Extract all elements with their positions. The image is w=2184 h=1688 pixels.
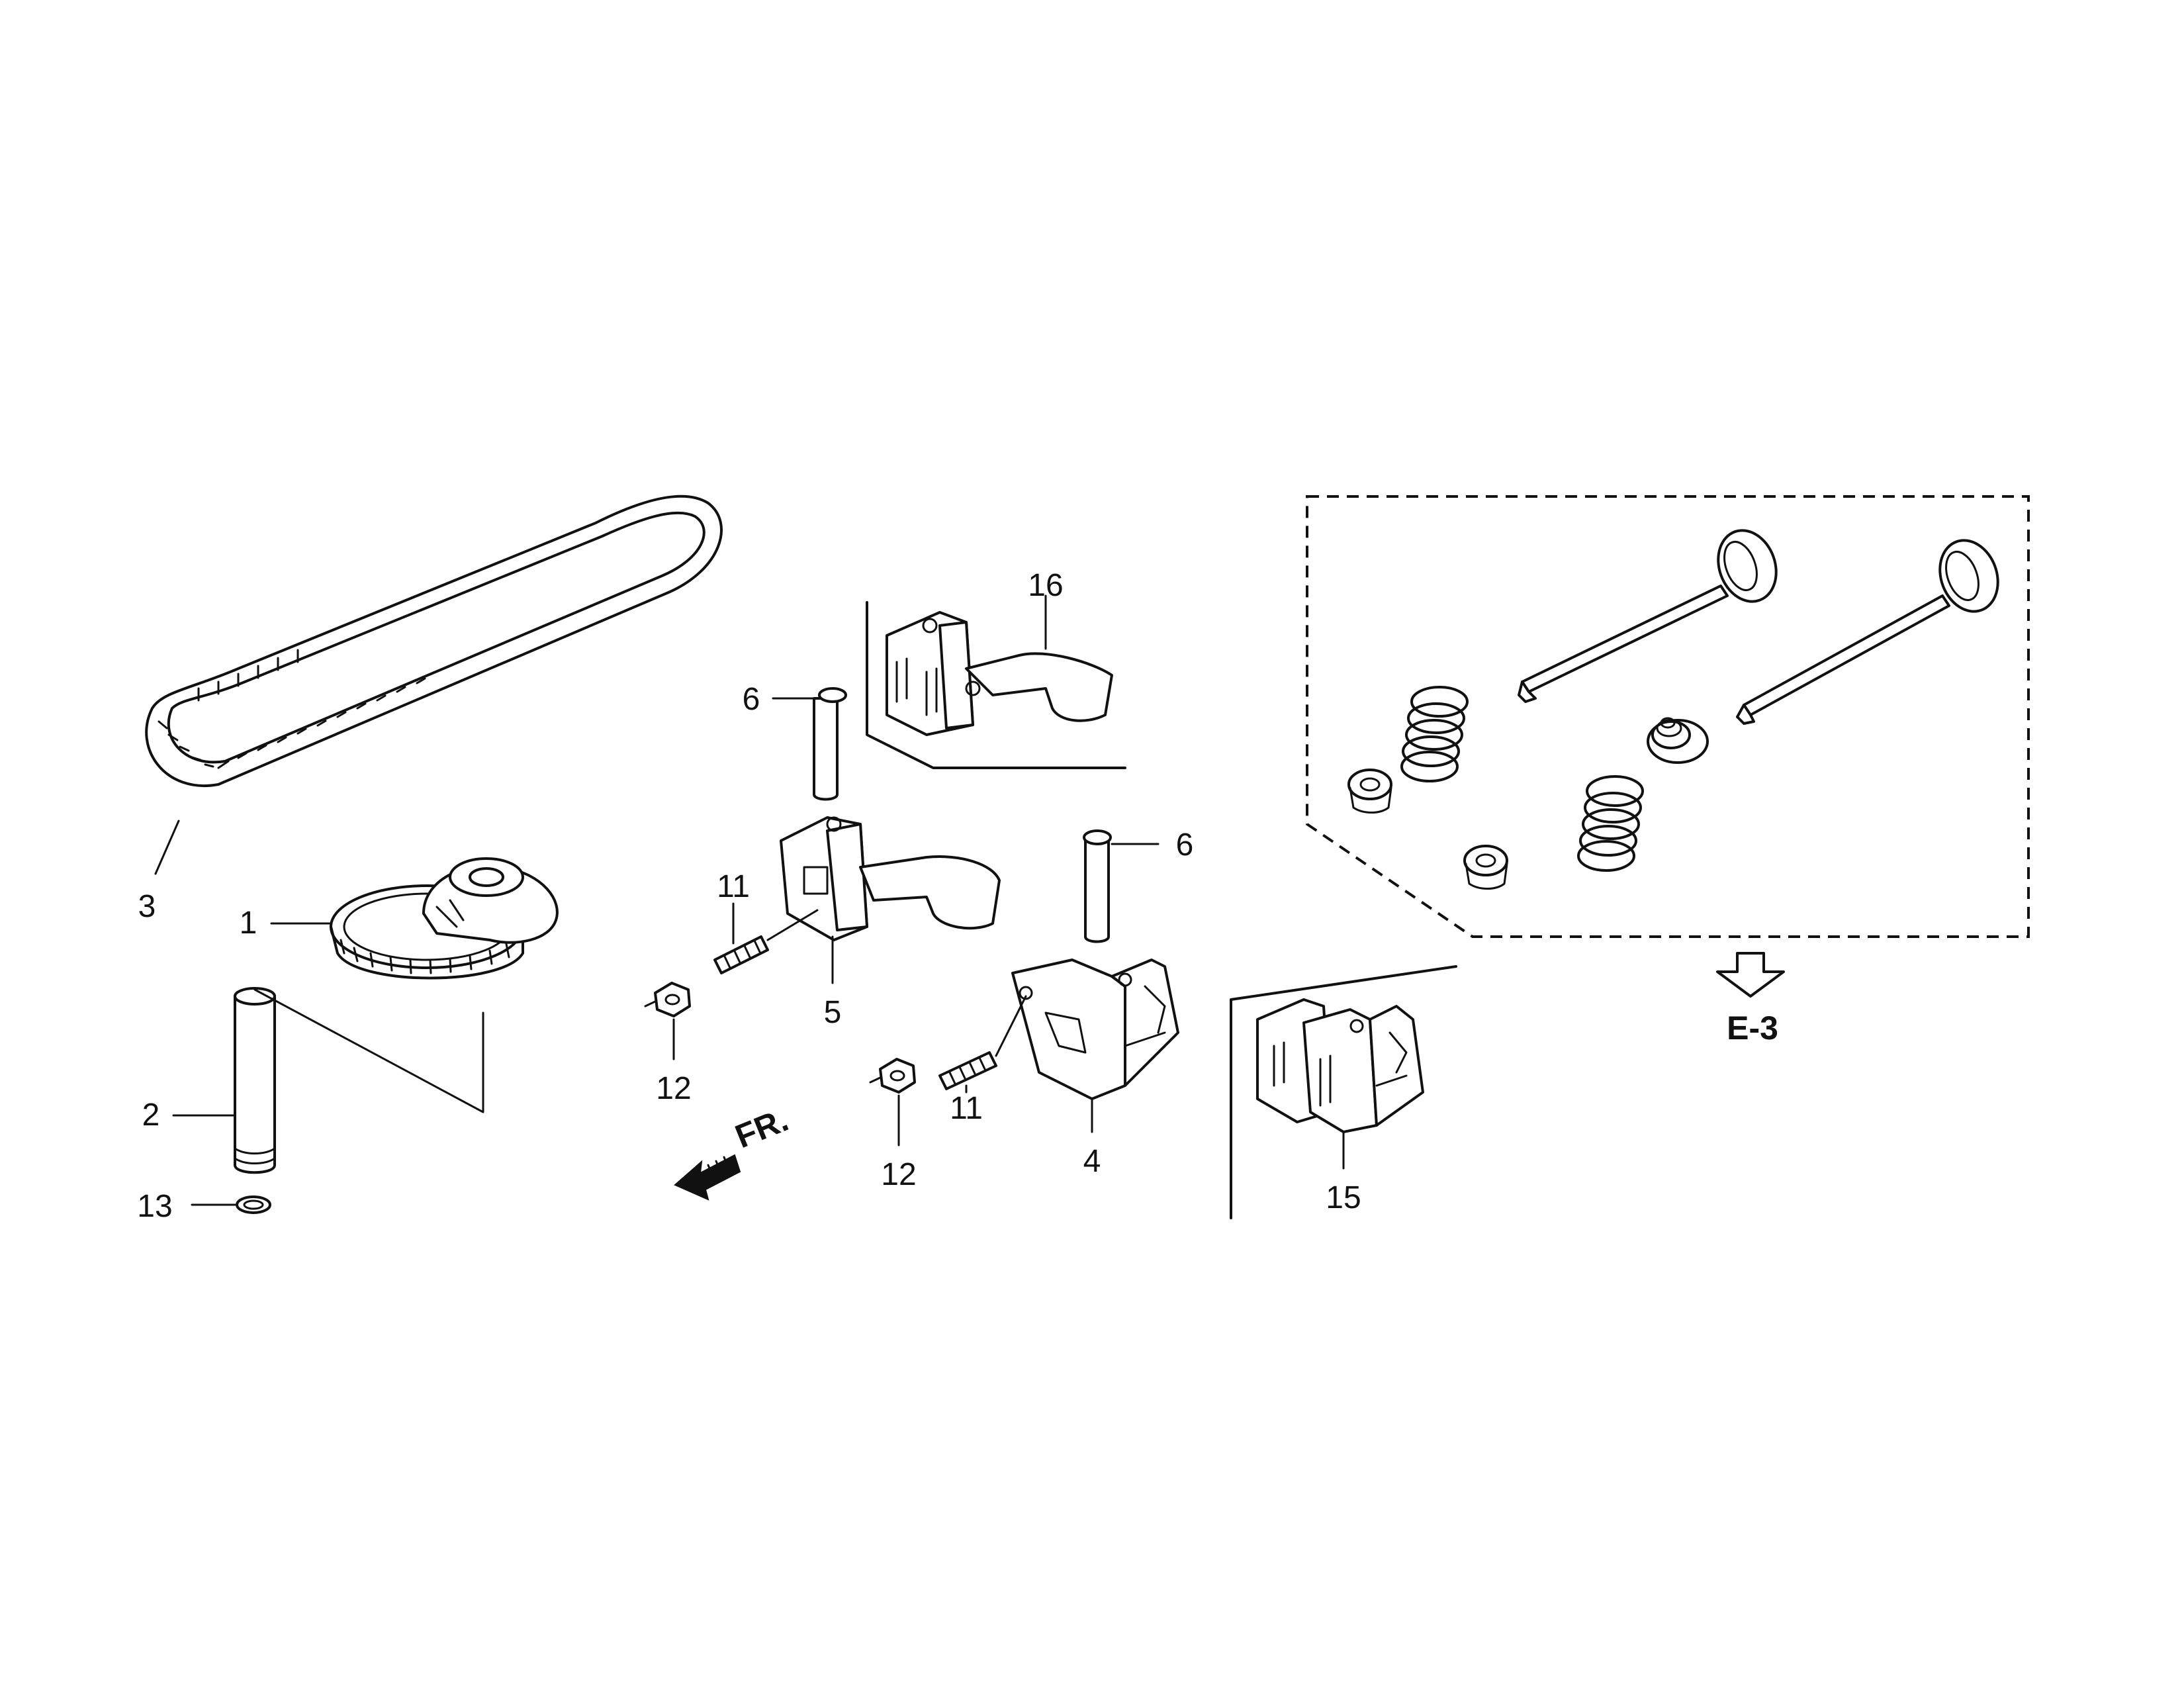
valve-kit-dashed-box (1306, 495, 2030, 938)
rocker-arm-15 (1256, 998, 1424, 1133)
valve-stem-seal (1647, 717, 1709, 764)
o-ring (236, 1196, 271, 1214)
callout-13: 13 (137, 1189, 172, 1224)
box-16-frame (866, 601, 1126, 769)
rocker-pin-upper (813, 687, 847, 801)
adjust-screw-right (938, 995, 1027, 1090)
reference-label[interactable]: E-3 (1727, 1009, 1778, 1047)
callout-6a: 6 (743, 682, 760, 717)
exhaust-valve (1736, 539, 1999, 725)
callout-1: 1 (240, 906, 257, 941)
callout-11a: 11 (717, 869, 750, 904)
rocker-arm-16 (886, 611, 1113, 736)
callout-12a: 12 (656, 1071, 691, 1106)
rocker-arm-5 (780, 816, 1001, 941)
camshaft-pulley (330, 857, 559, 980)
callout-15: 15 (1326, 1180, 1361, 1215)
leader-3 (154, 820, 180, 875)
callout-12b: 12 (881, 1157, 916, 1192)
callout-6b: 6 (1176, 827, 1194, 863)
lock-nut-right (869, 1058, 916, 1094)
callout-4: 4 (1083, 1144, 1101, 1179)
box-15-frame (1230, 965, 1457, 1219)
valve-spring-left (1400, 686, 1469, 782)
valve-retainer-left (1347, 769, 1392, 814)
front-direction-arrow (674, 1154, 741, 1201)
callout-3: 3 (138, 889, 156, 924)
cam-shaft-pin (234, 987, 276, 1174)
intake-valve (1518, 529, 1778, 703)
assembly-bracket-line (253, 988, 484, 1113)
callout-11b: 11 (950, 1091, 983, 1126)
valve-spring-right (1577, 775, 1644, 872)
callout-5: 5 (824, 995, 842, 1030)
reference-arrow-icon (1716, 952, 1785, 998)
valve-retainer-right (1463, 845, 1508, 890)
lock-nut-left (644, 982, 691, 1017)
rocker-pin-lower (1083, 829, 1112, 943)
front-label: FR. (730, 1101, 794, 1155)
callout-16: 16 (1028, 568, 1063, 603)
rocker-arm-4 (1011, 959, 1179, 1100)
timing-belt (145, 494, 723, 787)
adjust-screw-left (713, 909, 819, 974)
callout-2: 2 (142, 1098, 160, 1133)
